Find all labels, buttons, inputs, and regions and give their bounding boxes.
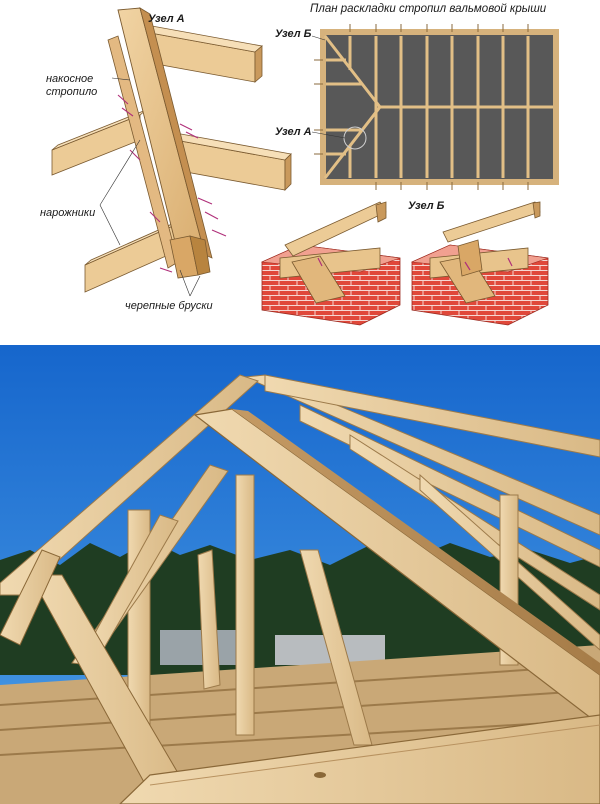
- plan-node-b-label: Узел Б: [275, 28, 312, 40]
- node-b-detail-label: Узел Б: [408, 200, 445, 212]
- plan-node-a-label: Узел А: [275, 126, 312, 138]
- plan-title: План раскладки стропил вальмовой крыши: [310, 3, 547, 15]
- roof-frame-photo: [0, 345, 600, 804]
- node-a-title: Узел А: [148, 13, 185, 25]
- node-a-drawing: [51, 7, 292, 297]
- roof-plan: [311, 24, 559, 190]
- roof-frame-illustration: [0, 345, 600, 804]
- skull-bars-label: черепные бруски: [125, 300, 213, 312]
- jack-rafters-label: нарожники: [40, 207, 96, 219]
- diagonal-rafter-label-2: стропило: [46, 86, 98, 98]
- diagram-panel: Узел А План раскладки стропил вальмовой …: [0, 0, 600, 345]
- node-b-drawings: [260, 201, 549, 326]
- diagram-drawing: [51, 7, 559, 326]
- diagonal-rafter-label-1: накосное: [46, 73, 94, 85]
